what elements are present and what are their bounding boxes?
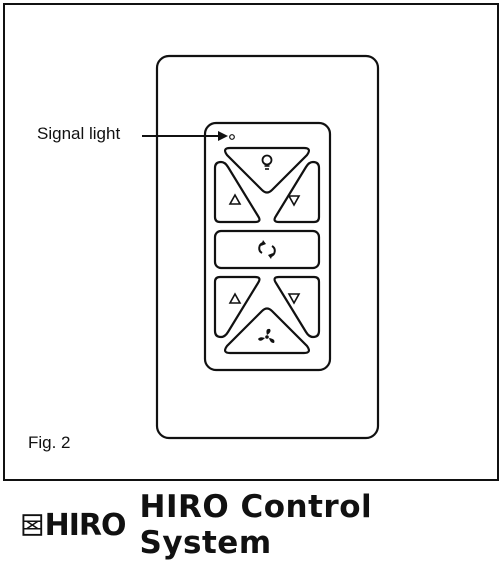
light-up-button[interactable] xyxy=(213,160,261,224)
hiro-logo-word: HIRO xyxy=(44,507,127,543)
brand-title: HIRO Control System xyxy=(139,489,373,561)
bulb-icon xyxy=(261,154,273,170)
signal-light-arrowhead xyxy=(218,131,228,141)
light-button[interactable] xyxy=(223,146,311,194)
figure-frame xyxy=(3,3,499,481)
signal-light-label: Signal light xyxy=(37,124,121,143)
signal-light-led xyxy=(229,134,235,140)
fan-up-button[interactable] xyxy=(213,275,261,339)
light-down-button[interactable] xyxy=(273,160,321,224)
figure-diagram xyxy=(3,3,499,481)
hiro-logo-icon xyxy=(22,514,43,536)
fan-button[interactable] xyxy=(223,307,311,355)
triangle-down-icon xyxy=(287,293,301,305)
cycle-button[interactable] xyxy=(213,229,321,270)
cycle-arrows-icon xyxy=(258,240,276,259)
triangle-up-icon xyxy=(228,193,242,205)
triangle-up-icon xyxy=(228,292,242,304)
brand-footer: HIRO HIRO Control System xyxy=(22,489,492,561)
fan-down-button[interactable] xyxy=(273,275,321,339)
figure-caption: Fig. 2 xyxy=(28,433,71,452)
triangle-down-icon xyxy=(287,195,301,207)
fan-icon xyxy=(258,328,275,343)
